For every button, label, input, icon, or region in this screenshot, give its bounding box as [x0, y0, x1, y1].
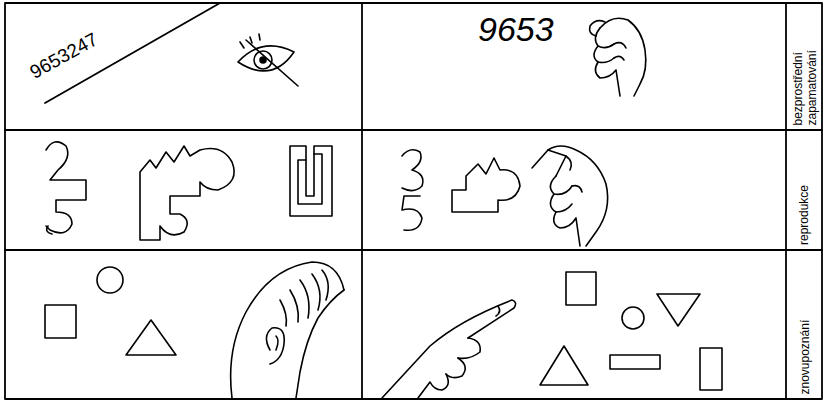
shape-set	[45, 267, 176, 355]
number-sequence-text: 9653247	[26, 28, 101, 82]
choice-shapes	[540, 272, 722, 390]
row-label-text: bezprostřední zapamatování	[790, 8, 818, 125]
row-label-text: reprodukce	[797, 185, 811, 245]
crossed-eye	[238, 34, 298, 86]
number-sequence: 9653247	[27, 29, 101, 82]
recalled-number-text: 9653	[478, 10, 554, 48]
drawing-hand	[532, 146, 608, 246]
table-grid	[5, 3, 822, 399]
row-label: bezprostřední zapamatování	[786, 3, 822, 130]
row-label-text: znovupoznání	[797, 319, 811, 394]
recalled-number: 9653	[478, 12, 554, 46]
figure-shapes	[46, 142, 332, 240]
row-label: reprodukce	[786, 130, 822, 250]
reproduced-shapes	[402, 150, 520, 231]
row-label: znovupoznání	[786, 250, 822, 399]
pointing-hand	[382, 300, 516, 398]
head-back	[231, 262, 344, 398]
erasing-hand	[590, 18, 646, 96]
